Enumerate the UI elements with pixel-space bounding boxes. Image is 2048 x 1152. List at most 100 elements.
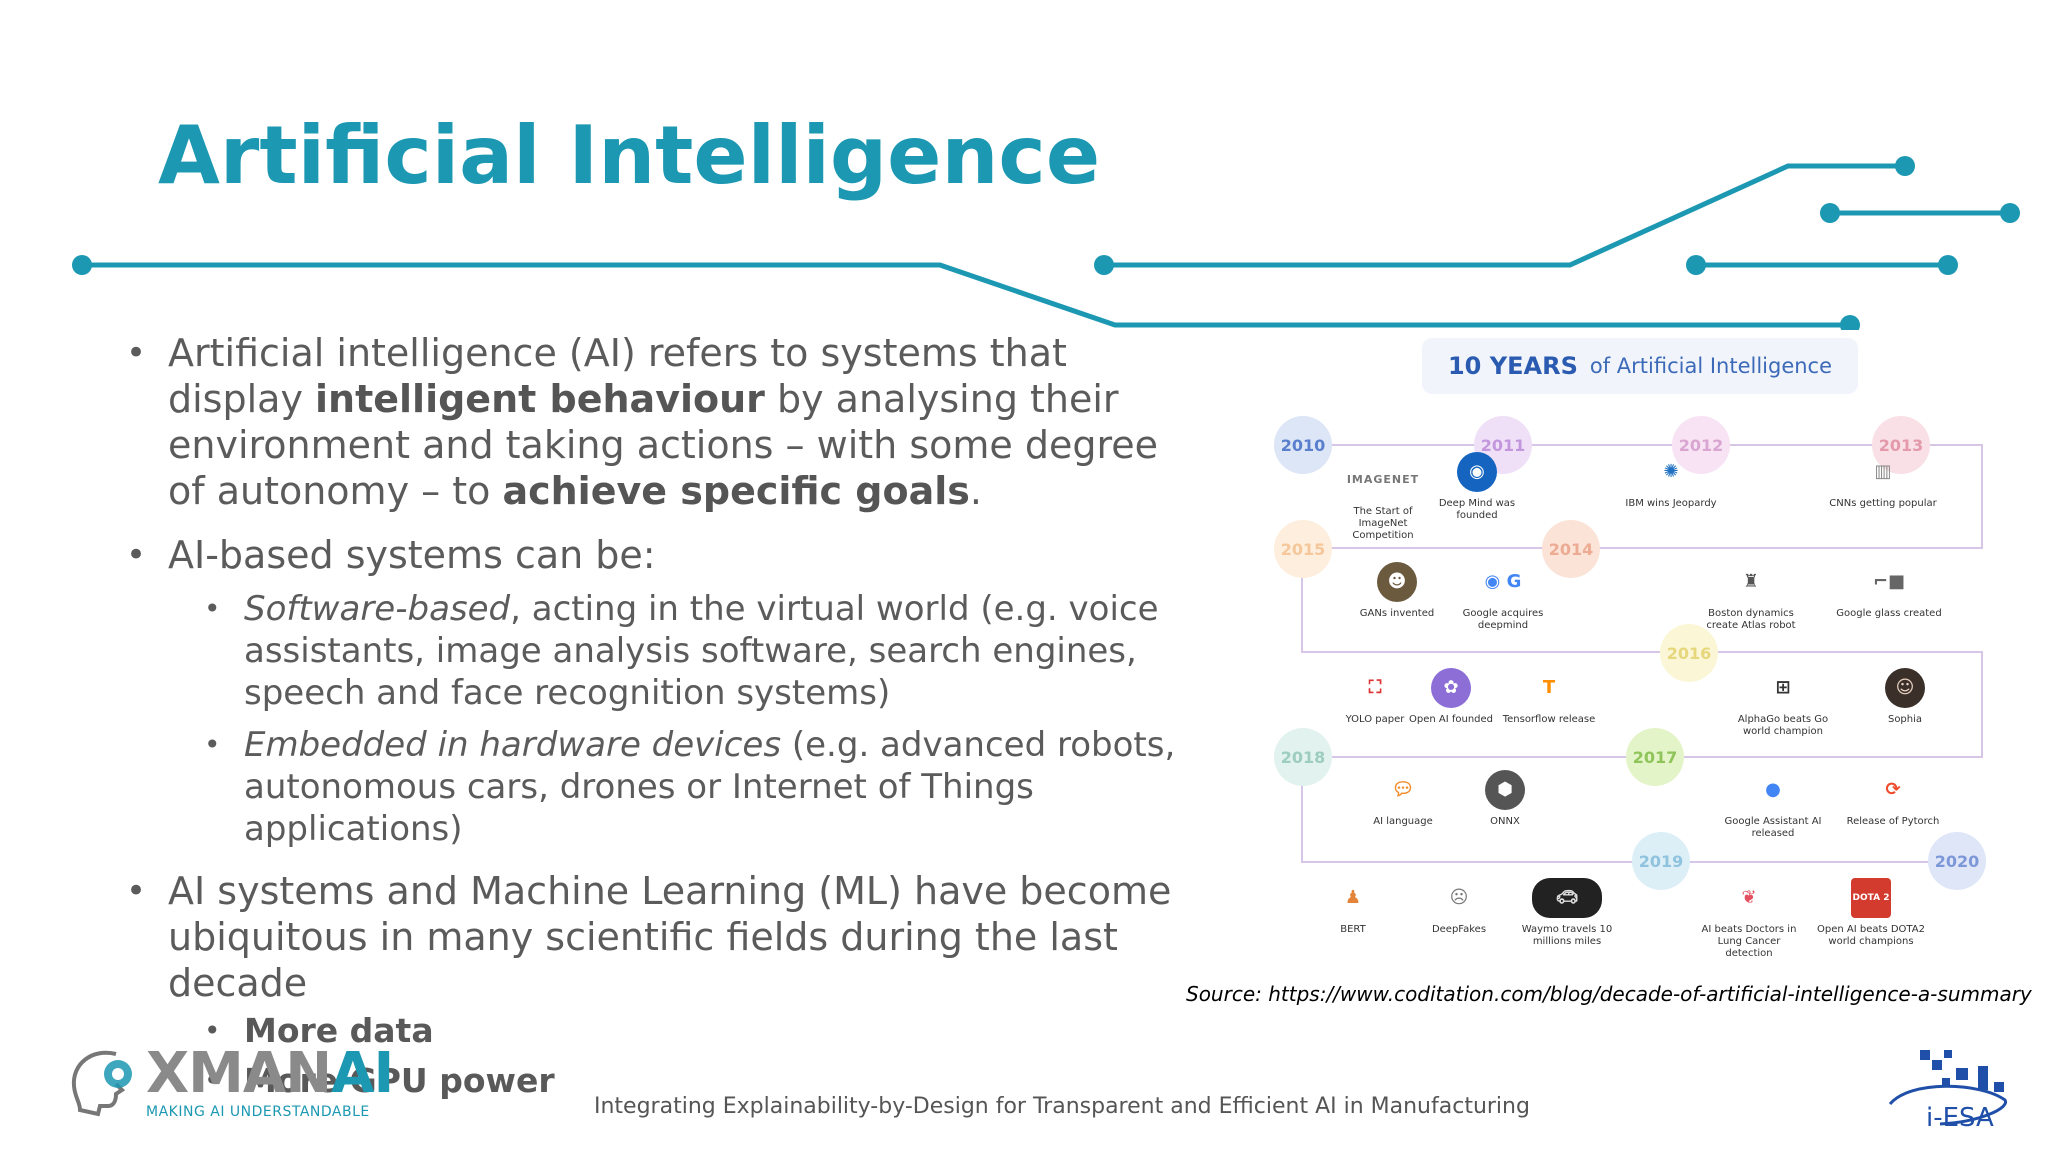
year-2014: 2014 [1542,520,1600,578]
event-tensorflow: T Tensorflow release [1494,668,1604,726]
event-gans: ☻ GANs invented [1342,562,1452,620]
sub-bullet-software: • Software-based, acting in the virtual … [204,588,1204,714]
bullet-text: Software-based, acting in the virtual wo… [244,589,1159,713]
event-label: CNNs getting popular [1829,498,1937,509]
event-label: Google Assistant AI released [1724,816,1822,839]
circuit-lines-decoration [72,156,2020,335]
event-imagenet: IMAGENET The Start of ImageNet Competiti… [1328,460,1438,542]
event-atlas-robot: ♜ Boston dynamics create Atlas robot [1696,562,1806,632]
sophia-robot-icon: ☺ [1885,668,1925,708]
footer-project-title: Integrating Explainability-by-Design for… [594,1094,1530,1119]
event-label: Boston dynamics create Atlas robot [1706,608,1796,631]
iesa-wordmark: i-ESA [1926,1103,1994,1133]
year-2015: 2015 [1274,520,1332,578]
event-ibm-jeopardy: ✺ IBM wins Jeopardy [1616,452,1726,510]
event-openai: ✿ Open AI founded [1396,668,1506,726]
event-label: AI language [1373,816,1433,827]
pytorch-icon: ⟳ [1885,779,1901,800]
event-ai-language: 💬︎ AI language [1348,770,1458,828]
event-label: AlphaGo beats Go world champion [1737,714,1829,737]
bullet-ai-definition: • Artificial intelligence (AI) refers to… [126,330,1196,514]
year-2016: 2016 [1660,624,1718,682]
year-2020: 2020 [1928,832,1986,890]
timeline-header-strong: 10 YEARS [1447,352,1578,380]
event-pytorch: ⟳ Release of Pytorch [1838,770,1948,828]
ai-timeline-image: 10 YEARS of Artificial Intelligence 2010… [1262,330,2002,970]
car-icon: 🚗︎ [1532,878,1602,918]
head-gear-icon [71,1050,132,1117]
bullet-dot: • [204,1064,221,1097]
event-google-deepmind: ◉ G Google acquires deepmind [1448,562,1558,632]
event-label: Deep Mind was founded [1438,498,1516,521]
event-sophia: ☺ Sophia [1850,668,1960,726]
event-deepfakes: ☹ DeepFakes [1404,878,1514,936]
event-cnns-popular: ▥ CNNs getting popular [1828,452,1938,510]
year-2010: 2010 [1274,416,1332,474]
timeline-header: 10 YEARS of Artificial Intelligence [1422,338,1858,394]
bullet-text: AI-based systems can be: [168,533,656,577]
event-label: Tensorflow release [1502,714,1596,725]
event-bert: ♟ BERT [1298,878,1408,936]
bullet-dot: • [126,535,147,575]
lungs-icon: ❦ [1741,887,1757,908]
robot-icon: ♜ [1742,571,1760,592]
bullet-text: More GPU power [244,1061,555,1100]
go-board-icon: ⊞ [1775,677,1791,698]
event-google-assistant: ● Google Assistant AI released [1718,770,1828,840]
event-label: ONNX [1490,816,1520,827]
iesa-logo: i-ESA [1888,1050,2007,1133]
event-label: Open AI beats DOTA2 world champions [1817,924,1925,947]
slide-title: Artificial Intelligence [158,109,1101,202]
event-alphago: ⊞ AlphaGo beats Go world champion [1728,668,1838,738]
event-label: BERT [1340,924,1366,935]
dota2-logo: DOTA 2 [1851,878,1891,918]
timeline-connector-lines [1301,444,1983,863]
event-label: Sophia [1887,714,1923,725]
year-2013: 2013 [1872,416,1930,474]
image-source-caption: Source: https://www.coditation.com/blog/… [1186,982,2032,1006]
bullet-ai-systems: • AI-based systems can be: [126,532,1196,578]
sub-bullet-more-gpu: • More GPU power [204,1056,1196,1106]
ibm-watson-icon: ✺ [1663,461,1679,482]
event-label: Google glass created [1836,608,1942,619]
event-waymo: 🚗︎ Waymo travels 10 millions miles [1512,878,1622,948]
xmanai-tagline: MAKING AI UNDERSTANDABLE [146,1104,370,1120]
event-deepmind-founded: ◉ Deep Mind was founded [1422,452,1532,522]
deepmind-icon: ◉ [1457,452,1497,492]
bullet-text: AI systems and Machine Learning (ML) hav… [168,869,1172,1005]
bullet-dot: • [204,592,221,625]
bullet-dot: • [126,871,147,911]
glasses-icon: ⌐■ [1872,571,1906,592]
event-label: AI beats Doctors in Lung Cancer detectio… [1701,924,1797,959]
bert-icon: ♟ [1344,887,1362,908]
event-label: YOLO paper [1345,714,1405,725]
xmanai-wordmark: XMANAI [146,1041,394,1106]
event-google-glass: ⌐■ Google glass created [1834,562,1944,620]
event-yolo: ⛶ YOLO paper [1320,668,1430,726]
year-2018: 2018 [1274,728,1332,786]
bullet-dot: • [204,728,221,761]
event-onnx: ⬢ ONNX [1450,770,1560,828]
google-deepmind-icon: ◉ G [1484,571,1522,592]
gan-faces-icon: ☻ [1377,562,1417,602]
event-label: Release of Pytorch [1846,816,1940,827]
event-label: Waymo travels 10 millions miles [1521,924,1613,947]
event-label: DeepFakes [1431,924,1487,935]
xmanai-logo: XMANAI MAKING AI UNDERSTANDABLE [64,1044,394,1124]
bullet-text: More data [244,1011,434,1050]
yolo-icon: ⛶ [1368,677,1382,698]
event-label: The Start of ImageNet Competition [1352,506,1414,541]
bullet-dot: • [126,333,147,373]
timeline-header-light: of Artificial Intelligence [1589,354,1833,378]
event-dota2: DOTA 2 Open AI beats DOTA2 world champio… [1816,878,1926,948]
tensorflow-icon: T [1542,677,1556,698]
onnx-icon: ⬢ [1485,770,1525,810]
bullet-ml-ubiquitous: • AI systems and Machine Learning (ML) h… [126,868,1196,1006]
speech-bubble-icon: 💬︎ [1391,779,1415,800]
openai-icon: ✿ [1431,668,1471,708]
google-assistant-icon: ● [1765,779,1781,800]
bullet-text: Artificial intelligence (AI) refers to s… [168,331,1159,513]
year-2012: 2012 [1672,416,1730,474]
face-scan-icon: ☹ [1449,887,1469,908]
event-label: GANs invented [1359,608,1435,619]
